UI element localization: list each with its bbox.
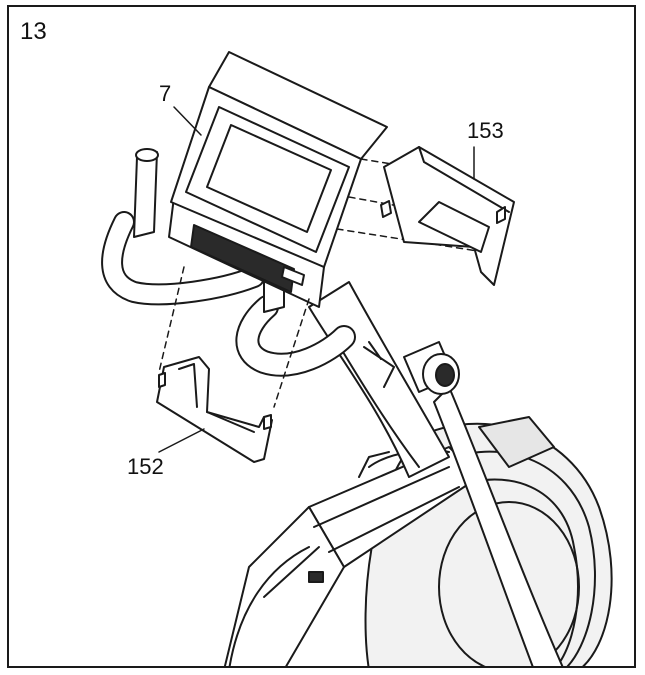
moving-arm	[433, 386, 564, 666]
leader-lines	[158, 106, 475, 453]
diagram-frame: 13 7 153 152	[7, 5, 636, 668]
callout-front-cover: 152	[127, 454, 164, 479]
arm-pivot	[403, 341, 460, 395]
rear-cover-153	[380, 146, 515, 286]
lower-frame	[223, 446, 480, 666]
callout-rear-cover: 153	[467, 118, 504, 143]
handlebar-assembly	[101, 148, 356, 377]
callout-console: 7	[159, 81, 172, 106]
console-7	[168, 51, 388, 308]
step-number: 13	[20, 18, 47, 45]
assembly-illustration	[101, 51, 613, 666]
front-cover-152	[156, 356, 273, 463]
